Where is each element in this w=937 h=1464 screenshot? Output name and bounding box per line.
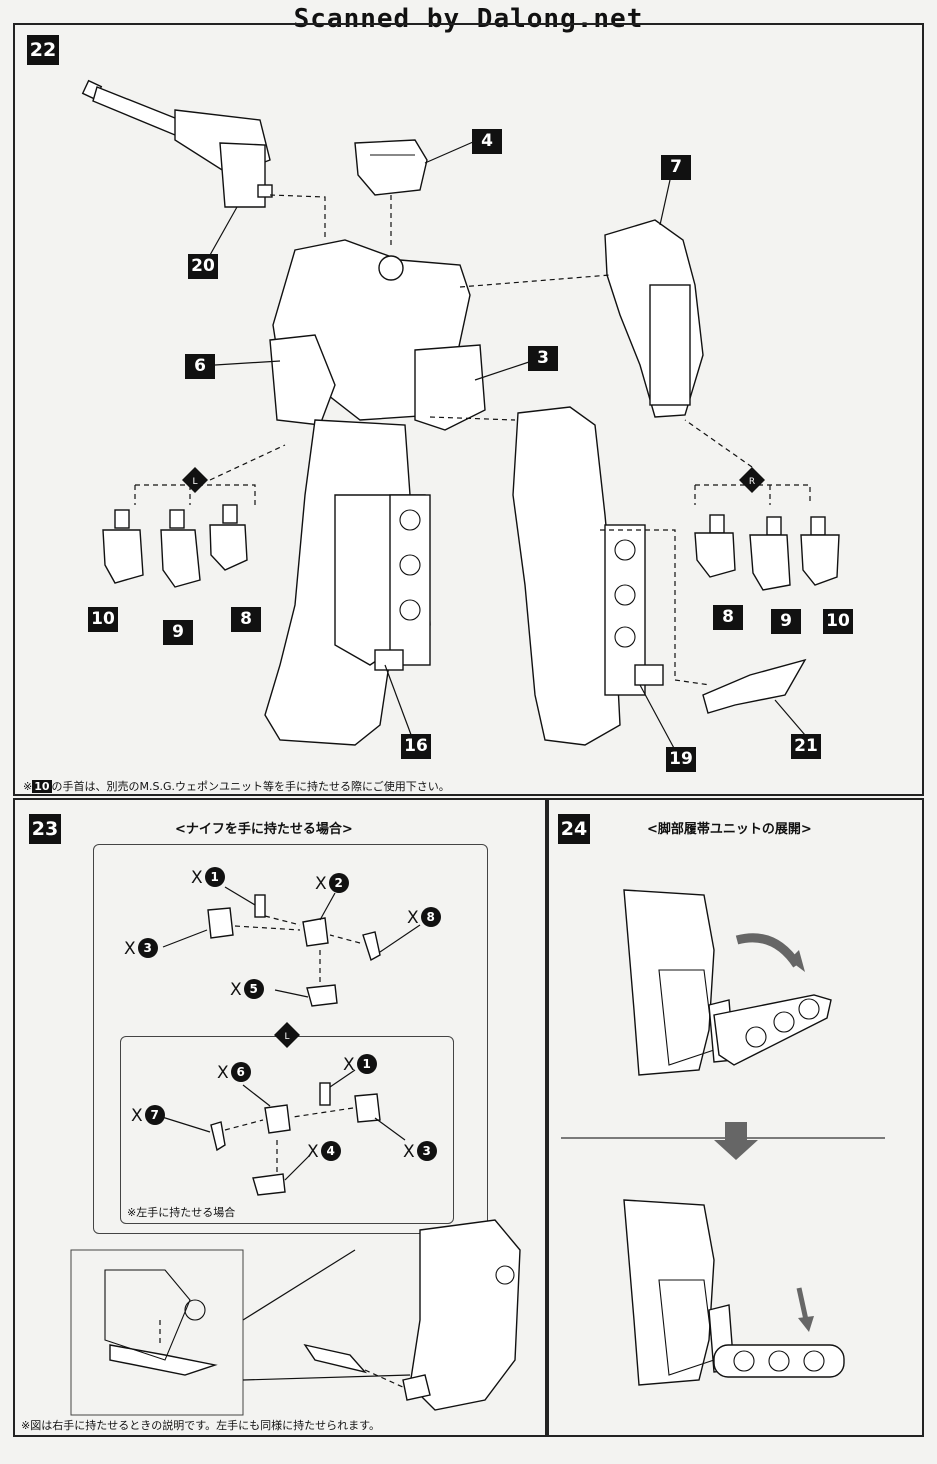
note-prefix: ※	[23, 780, 33, 793]
step-number: 23	[29, 814, 61, 844]
svg-text:L: L	[192, 477, 197, 487]
knife-part-illustration	[702, 658, 807, 714]
hand-parts-left-illustration	[102, 504, 248, 588]
part-label-4: 4	[472, 129, 502, 154]
part-label-20: 20	[188, 254, 218, 279]
part-circle-3: 3	[137, 938, 158, 958]
part-label-10-left: 10	[88, 607, 118, 632]
head-part-illustration	[354, 139, 428, 196]
part-circle-5: 5	[243, 979, 264, 999]
note-text: の手首は、別売のM.S.G.ウェポンユニット等を手に持たせる際にご使用下さい。	[51, 780, 450, 793]
part-circle-1: 1	[204, 867, 225, 887]
knife-hand-illustration: L	[15, 800, 545, 1435]
scan-watermark: Scanned by Dalong.net	[293, 4, 644, 34]
step-24-title: <脚部履帯ユニットの展開>	[647, 822, 812, 837]
part-circle-2: 2	[328, 873, 349, 893]
hand-parts-right-illustration	[694, 514, 840, 591]
arm-part-illustration	[604, 219, 704, 418]
part-label-6: 6	[185, 354, 215, 379]
robot-body-illustration	[264, 239, 486, 746]
part-circle-8: 8	[420, 907, 441, 927]
step-23-panel: 23 <ナイフを手に持たせる場合> L	[13, 798, 547, 1437]
part-label-8-right: 8	[713, 605, 743, 630]
part-label-9-right: 9	[771, 609, 801, 634]
track-deploy-illustration	[549, 800, 922, 1435]
part-label-8-left: 8	[231, 607, 261, 632]
part-circle-7: 7	[144, 1105, 165, 1125]
left-hand-note: ※左手に持たせる場合	[127, 1206, 236, 1219]
step-23-bottom-note: ※図は右手に持たせるときの説明です。左手にも同様に持たせられます。	[21, 1419, 381, 1432]
right-hand-assembly-frame	[93, 844, 488, 1234]
part-circle-4: 4	[320, 1141, 341, 1161]
part-label-10-right: 10	[823, 609, 853, 634]
right-hand-diamond-icon: R	[739, 467, 765, 493]
svg-text:R: R	[749, 477, 755, 487]
part-circle-6: 6	[230, 1062, 251, 1082]
leg-part-illustration	[512, 406, 664, 746]
svg-text:L: L	[284, 1032, 289, 1042]
note-part-badge: 10	[32, 780, 52, 793]
part-label-19: 19	[666, 747, 696, 772]
part-label-21: 21	[791, 734, 821, 759]
part-label-3: 3	[528, 346, 558, 371]
part-circle-3: 3	[416, 1141, 437, 1161]
step-22-panel: 22	[13, 23, 924, 796]
assembly-illustration: L R	[15, 25, 922, 795]
down-arrow-icon	[714, 1122, 758, 1160]
part-label-7: 7	[661, 155, 691, 180]
step-24-panel: 24 <脚部履帯ユニットの展開>	[547, 798, 924, 1437]
part-circle-1: 1	[356, 1054, 377, 1074]
part-label-16: 16	[401, 734, 431, 759]
step-23-title: <ナイフを手に持たせる場合>	[175, 822, 353, 837]
cannon-part-illustration	[81, 79, 273, 208]
left-hand-diamond-icon: L	[182, 467, 208, 493]
step-number: 24	[558, 814, 590, 844]
step-number: 22	[27, 35, 59, 65]
part-label-9-left: 9	[163, 620, 193, 645]
